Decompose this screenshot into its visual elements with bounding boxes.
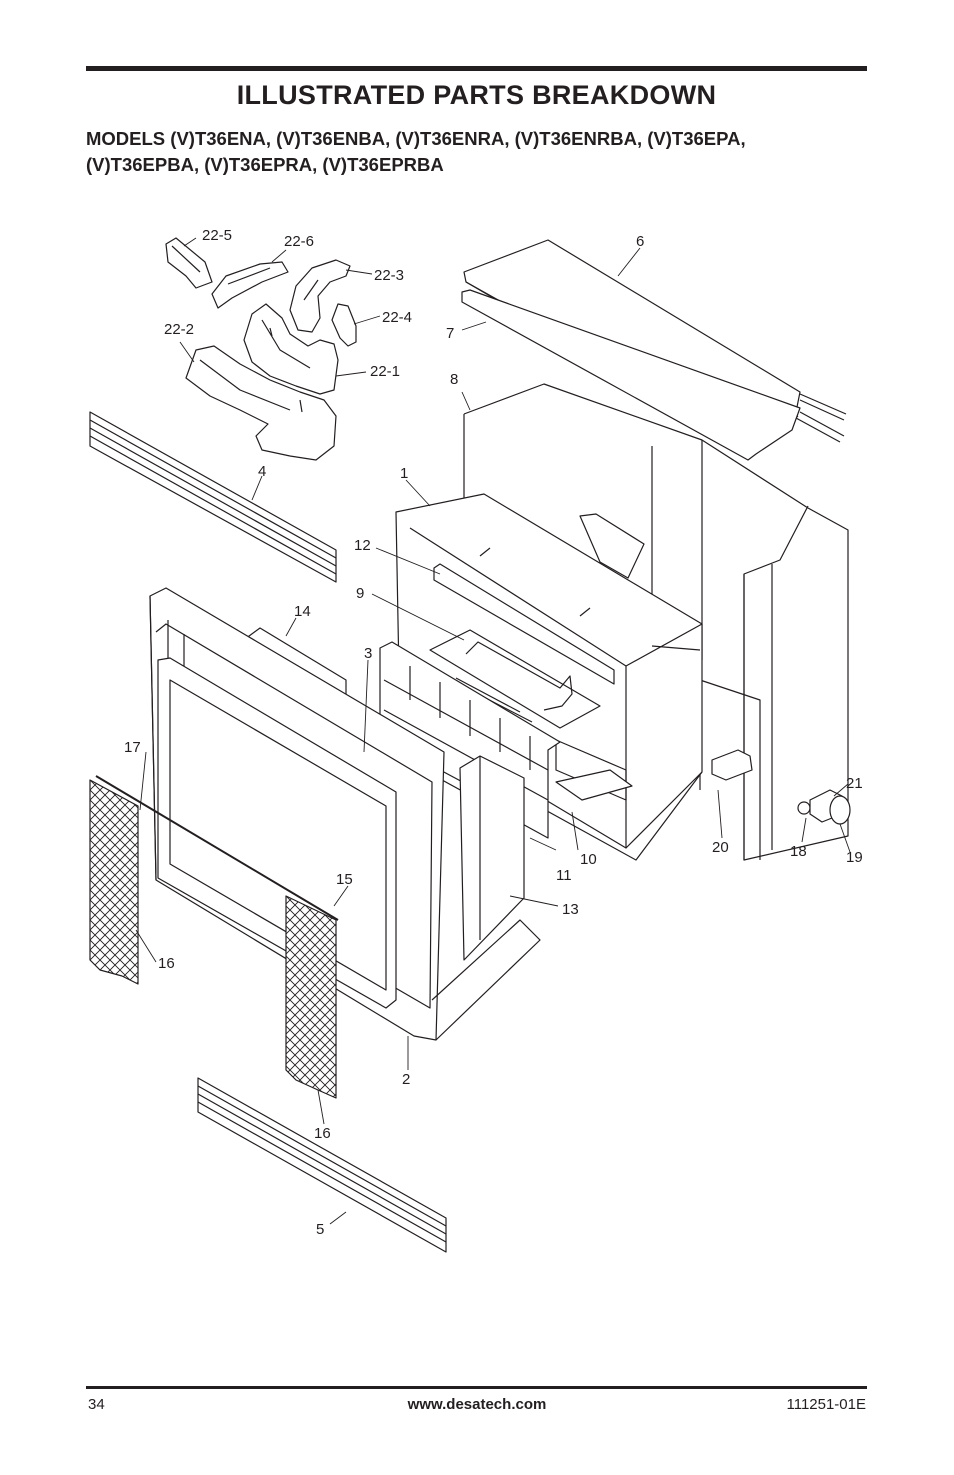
screen-rod-17 — [95, 775, 339, 921]
models-line-2: (V)T36EPBA, (V)T36EPRA, (V)T36EPRBA — [86, 154, 444, 175]
label-20: 20 — [712, 839, 729, 856]
label-22-2: 22-2 — [164, 321, 194, 338]
label-4: 4 — [258, 463, 266, 480]
label-12: 12 — [354, 537, 371, 554]
website-link[interactable]: www.desatech.com — [407, 1396, 547, 1413]
label-7: 7 — [446, 325, 454, 342]
label-22-3: 22-3 — [374, 267, 404, 284]
louver-5 — [197, 1077, 447, 1253]
page-title: ILLUSTRATED PARTS BREAKDOWN — [236, 80, 717, 110]
cover-19 — [829, 795, 851, 825]
log-22-1 — [243, 303, 339, 395]
grommet-18 — [797, 801, 811, 815]
outer-box-8 — [463, 383, 849, 861]
log-22-4 — [331, 303, 357, 347]
label-13: 13 — [562, 901, 579, 918]
label-19: 19 — [846, 849, 863, 866]
top-rule — [86, 66, 867, 71]
label-17: 17 — [124, 739, 141, 756]
bottom-rule — [86, 1386, 867, 1389]
log-22-3 — [289, 259, 351, 333]
ember-pan-10 — [555, 769, 633, 801]
baffle-12 — [433, 563, 615, 685]
exploded-parts-diagram: 22-5 22-6 22-3 22-4 22-2 22-1 6 7 8 4 1 … — [89, 227, 863, 1253]
label-22-4: 22-4 — [382, 309, 412, 326]
side-panel-11 — [459, 755, 525, 961]
models-heading: MODELS (V)T36ENA, (V)T36ENBA, (V)T36ENRA… — [86, 126, 876, 178]
label-10: 10 — [580, 851, 597, 868]
louver-4 — [89, 411, 337, 583]
part-labels: 22-5 22-6 22-3 22-4 22-2 22-1 6 7 8 4 1 … — [124, 227, 863, 1238]
label-16-left: 16 — [158, 955, 175, 972]
mesh-screen-16-right — [285, 895, 337, 1099]
label-14: 14 — [294, 603, 311, 620]
label-21: 21 — [846, 775, 863, 792]
label-9: 9 — [356, 585, 364, 602]
label-22-5: 22-5 — [202, 227, 232, 244]
mesh-screen-16-left — [89, 779, 139, 985]
log-22-5 — [165, 237, 213, 289]
label-6: 6 — [636, 233, 644, 250]
label-22-6: 22-6 — [284, 233, 314, 250]
log-22-6 — [211, 261, 289, 309]
label-5: 5 — [316, 1221, 324, 1238]
junction-box-20 — [711, 749, 753, 781]
label-2: 2 — [402, 1071, 410, 1088]
models-line-1: MODELS (V)T36ENA, (V)T36ENBA, (V)T36ENRA… — [86, 128, 746, 149]
document-code: 111251-01E — [786, 1396, 866, 1413]
label-11: 11 — [556, 867, 572, 884]
log-22-2 — [185, 345, 337, 461]
top-panel-7 — [461, 289, 845, 461]
page-number: 34 — [88, 1396, 105, 1413]
label-8: 8 — [450, 371, 458, 388]
label-22-1: 22-1 — [370, 363, 400, 380]
label-18: 18 — [790, 843, 807, 860]
label-1: 1 — [400, 465, 408, 482]
label-3: 3 — [364, 645, 372, 662]
label-16-right: 16 — [314, 1125, 331, 1142]
label-15: 15 — [336, 871, 353, 888]
